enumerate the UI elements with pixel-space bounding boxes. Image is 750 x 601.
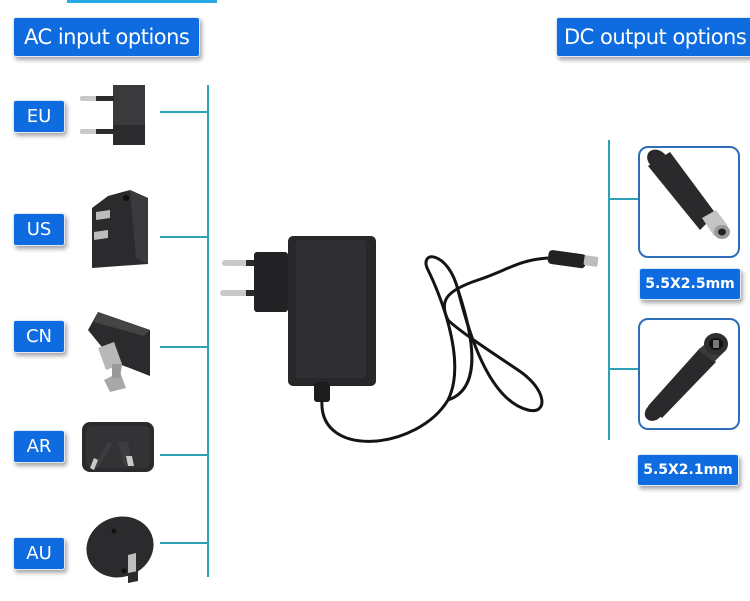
eu-plug-icon [80,85,145,145]
connector-5-5x2-5 [608,198,640,200]
dc-output-options-heading: DC output options [556,17,750,57]
ac-option-au: AU [13,537,65,570]
ac-connector-trunk [207,85,209,577]
ac-option-cn: CN [13,320,65,353]
ac-option-ar: AR [13,430,65,463]
connector-au [160,542,208,544]
connector-eu [160,111,208,113]
dc-option-5-5x2-5: 5.5X2.5mm [639,268,741,300]
ac-input-options-heading: AC input options [13,17,201,57]
ac-option-eu: EU [13,100,65,133]
dc-barrel-plug-icon [644,333,728,421]
us-plug-icon [92,190,148,268]
connector-ar [160,454,208,456]
top-accent-strip [67,0,217,3]
ar-plug-icon [82,422,154,472]
connector-cn [160,346,208,348]
cn-plug-icon [88,312,150,392]
ac-option-us: US [13,213,65,246]
dc-option-frame-5-5x2-1 [638,318,740,430]
connector-5-5x2-1 [608,368,640,370]
dc-connector-trunk [608,140,610,440]
connector-us [160,236,208,238]
dc-option-frame-5-5x2-5 [638,146,740,258]
dc-barrel-plug-icon [647,149,730,239]
power-adapter-icon [220,236,599,443]
au-plug-icon [86,516,154,583]
dc-option-5-5x2-1: 5.5X2.1mm [637,454,739,486]
